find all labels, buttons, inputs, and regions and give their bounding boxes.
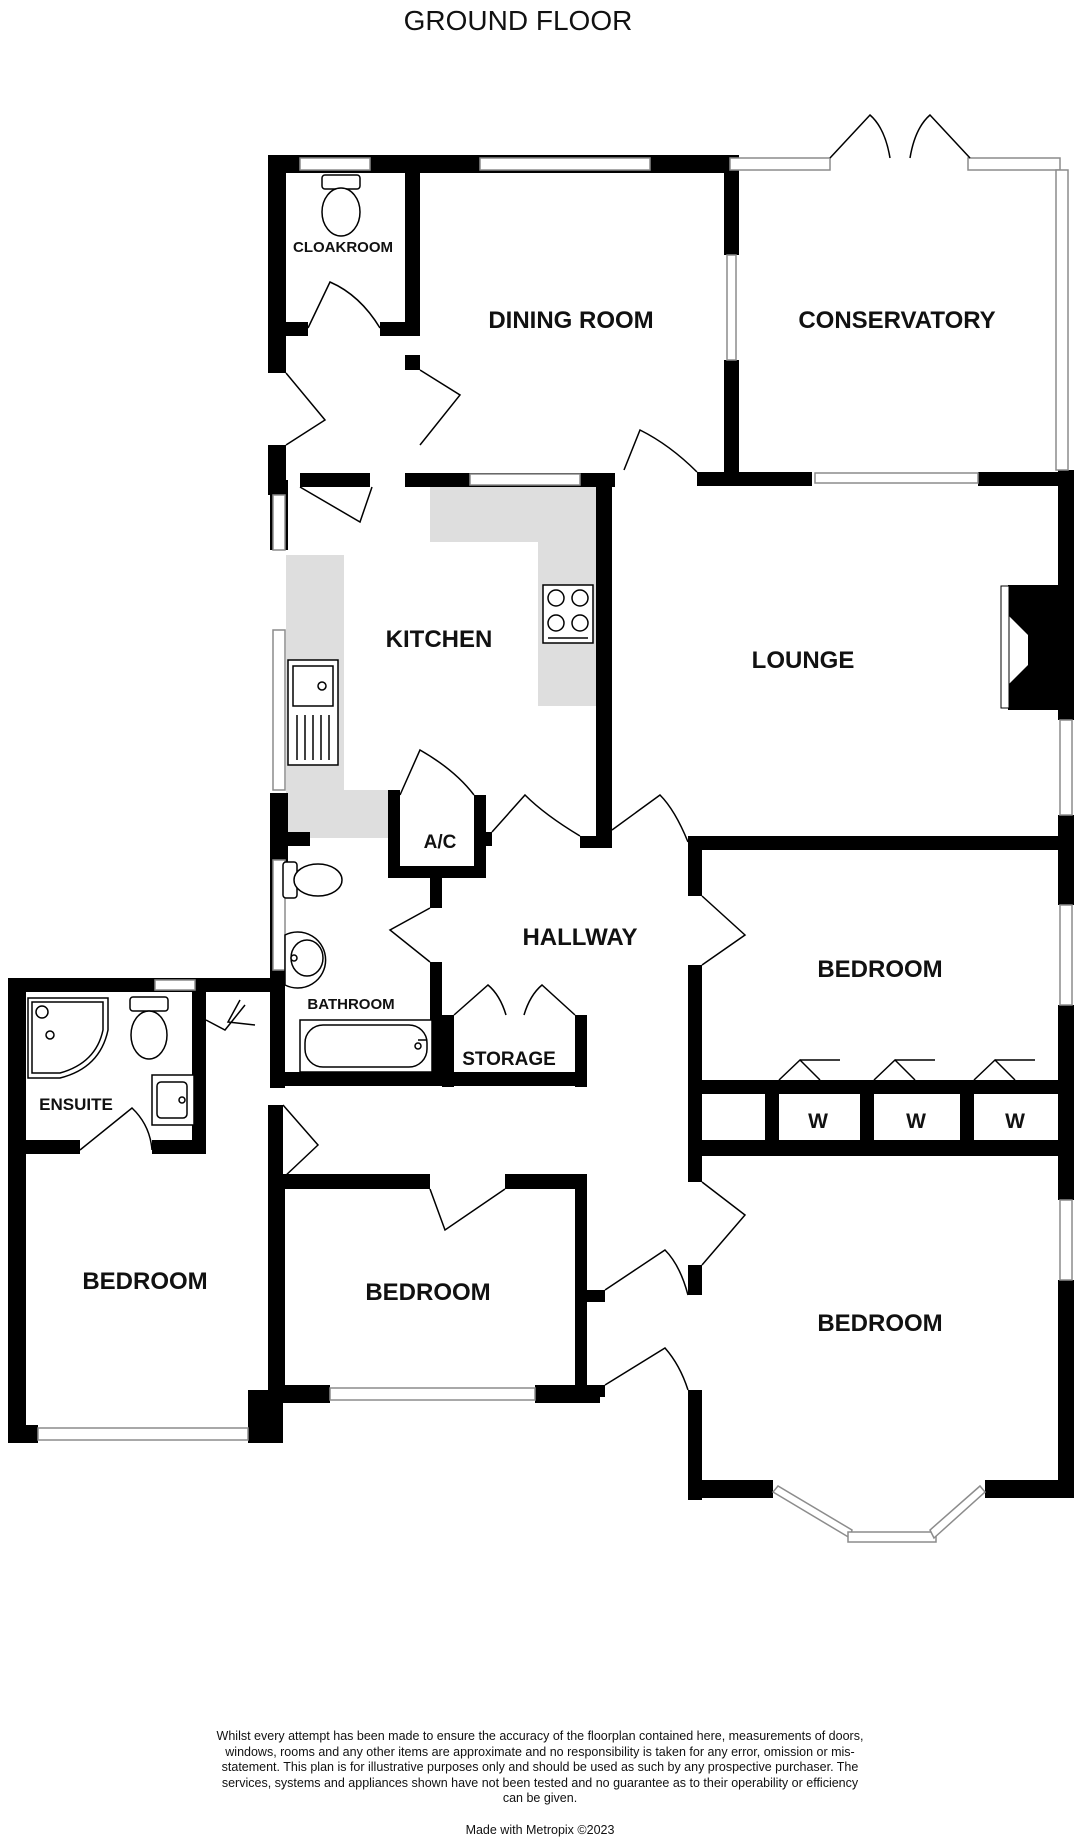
label-storage: STORAGE (462, 1049, 556, 1070)
bathroom-toilet-icon (282, 861, 343, 899)
label-kitchen: KITCHEN (386, 626, 493, 653)
label-bedroom-left: BEDROOM (82, 1268, 207, 1295)
doors (79, 113, 1035, 1391)
label-hallway: HALLWAY (522, 924, 637, 951)
label-ensuite: ENSUITE (39, 1095, 113, 1114)
floor-title: GROUND FLOOR (404, 5, 633, 36)
label-ac: A/C (424, 832, 457, 853)
label-bedroom-middle: BEDROOM (365, 1279, 490, 1306)
label-wardrobe-3: W (1005, 1110, 1025, 1133)
label-bedroom-right-upper: BEDROOM (817, 956, 942, 983)
walls (8, 155, 1074, 1500)
label-bathroom: BATHROOM (307, 996, 394, 1013)
disclaimer-text: Whilst every attempt has been made to en… (216, 1729, 864, 1805)
shower-icon (27, 997, 109, 1079)
label-bedroom-right-lower: BEDROOM (817, 1310, 942, 1337)
bathroom-basin-icon (284, 931, 327, 989)
label-wardrobe-1: W (808, 1110, 828, 1133)
label-wardrobe-2: W (906, 1110, 926, 1133)
label-cloakroom: CLOAKROOM (293, 239, 393, 256)
fireplace-hearth (1000, 585, 1010, 709)
bath-icon (299, 1019, 433, 1073)
label-conservatory: CONSERVATORY (798, 307, 995, 334)
label-lounge: LOUNGE (752, 647, 855, 674)
label-dining-room: DINING ROOM (488, 307, 653, 334)
ensuite-toilet-icon (129, 996, 169, 1060)
windows (37, 157, 1073, 1543)
kitchen-sink-icon (287, 659, 339, 766)
cloakroom-toilet-icon (321, 174, 361, 237)
hob-icon (542, 584, 594, 644)
ensuite-basin-icon (151, 1074, 195, 1126)
credit-text: Made with Metropix ©2023 (465, 1823, 615, 1837)
